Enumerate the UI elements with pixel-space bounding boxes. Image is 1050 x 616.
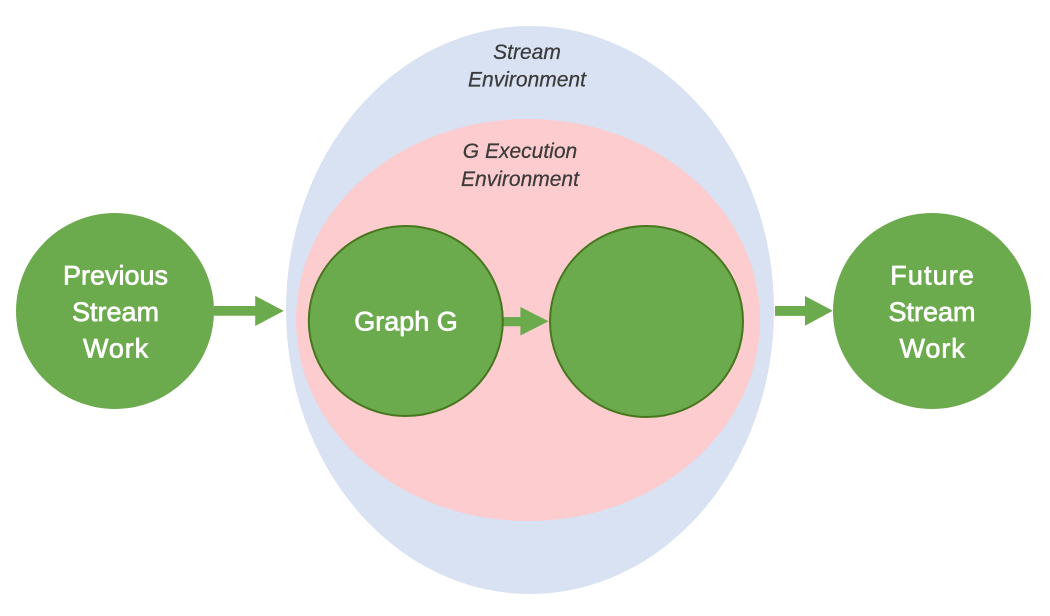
- svg-text:Environment: Environment: [468, 68, 587, 91]
- svg-text:Graph G: Graph G: [354, 307, 458, 337]
- svg-text:Stream: Stream: [72, 297, 159, 327]
- svg-text:Work: Work: [900, 334, 966, 364]
- svg-text:Environment: Environment: [461, 168, 580, 191]
- svg-text:Stream: Stream: [888, 297, 975, 327]
- svg-text:Work: Work: [83, 334, 149, 364]
- svg-text:Future: Future: [890, 261, 975, 291]
- svg-text:Previous: Previous: [63, 261, 168, 291]
- svg-text:G Execution: G Execution: [463, 140, 577, 163]
- svg-text:Stream: Stream: [493, 41, 561, 64]
